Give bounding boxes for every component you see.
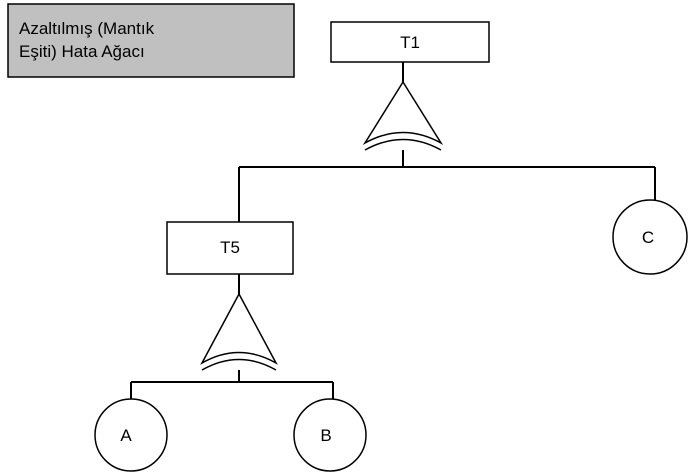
diagram-title: Azaltılmış (Mantık Eşiti) Hata Ağacı	[7, 3, 295, 78]
event-t1: T1	[330, 21, 490, 63]
basic-event-a: A	[94, 398, 168, 472]
or-gate-t5-base-arc	[201, 358, 277, 371]
basic-event-b-circle	[293, 398, 367, 472]
or-gate-t1	[362, 80, 444, 146]
event-t5-box	[166, 221, 294, 275]
event-t5: T5	[166, 221, 294, 275]
basic-event-b: B	[293, 398, 367, 472]
basic-event-c: C	[612, 199, 688, 275]
basic-event-c-circle	[612, 199, 688, 275]
event-t1-label: T1	[400, 33, 420, 52]
basic-event-a-label: A	[120, 426, 132, 445]
event-t5-label: T5	[220, 238, 240, 257]
or-gate-t5	[200, 292, 278, 365]
title-line-1: Azaltılmış (Mantık	[19, 19, 155, 38]
title-box	[7, 3, 295, 78]
title-line-2: Eşiti) Hata Ağacı	[19, 42, 145, 61]
connectors	[130, 62, 656, 400]
basic-event-b-label: B	[320, 426, 331, 445]
or-gate-t1-base-arc	[364, 138, 442, 151]
event-t1-box	[330, 21, 490, 63]
basic-event-a-circle	[94, 398, 168, 472]
basic-event-c-label: C	[642, 228, 654, 247]
